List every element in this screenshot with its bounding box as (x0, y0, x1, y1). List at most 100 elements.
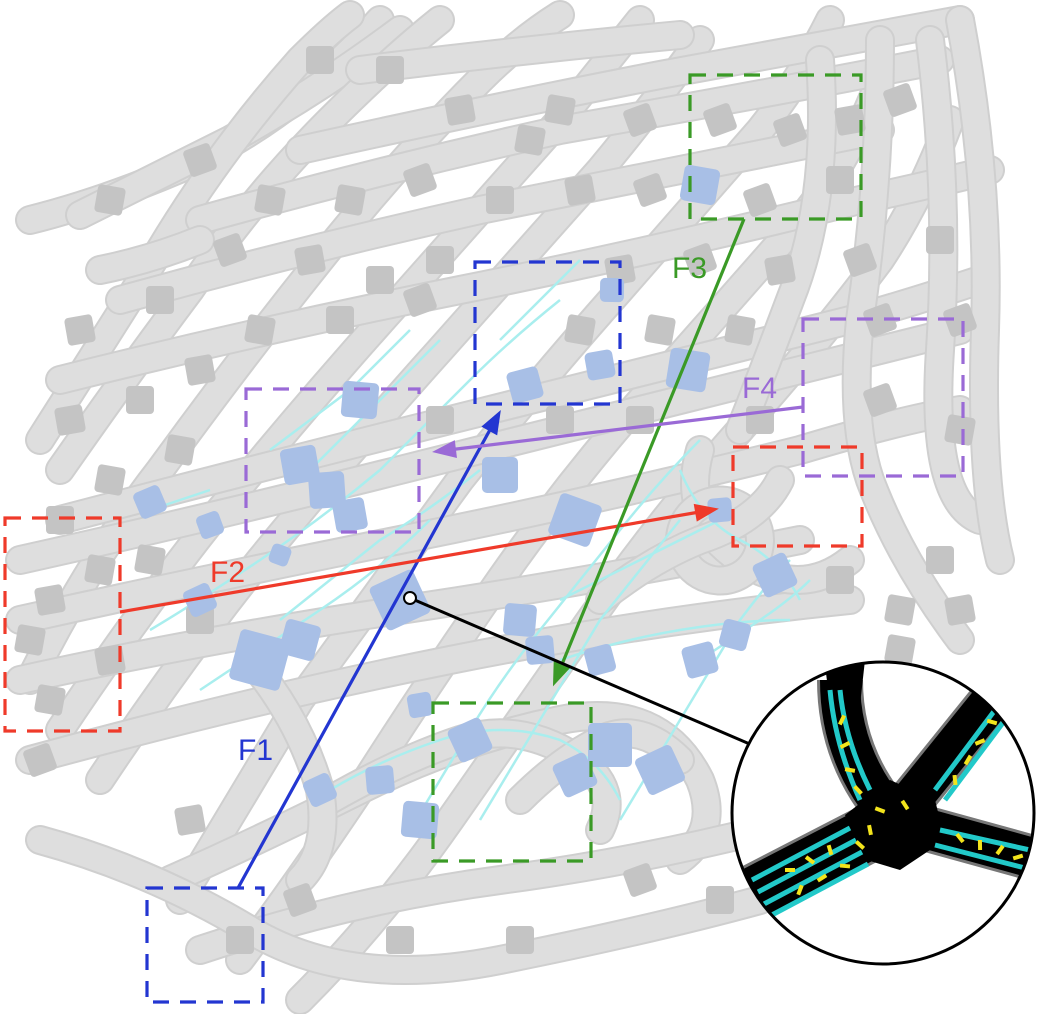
junction (126, 386, 154, 414)
vehicle (816, 873, 828, 883)
junction (926, 546, 954, 574)
junction (843, 243, 877, 277)
junction (743, 183, 777, 217)
flow-f2-destination-box (731, 445, 864, 548)
junction (926, 226, 954, 254)
active-junction (583, 643, 617, 677)
road-segment (917, 27, 993, 533)
junction (944, 594, 976, 626)
junction (213, 233, 247, 267)
flow-f2-arrow (119, 508, 712, 614)
junction (14, 624, 46, 656)
active-junction (365, 765, 395, 795)
flow-f4-arrow (439, 405, 804, 453)
junction (183, 143, 217, 177)
active-junction (681, 641, 719, 679)
flow-f3-label: F3 (672, 252, 707, 285)
zoom-connector (403, 591, 753, 747)
flow-f2-arrowhead (693, 503, 719, 522)
active-junction (183, 583, 217, 617)
lane-marking (299, 339, 441, 481)
vehicle (838, 714, 846, 726)
lane-marking (408, 439, 701, 831)
active-junction (268, 543, 292, 567)
junction (514, 124, 546, 156)
vehicle (874, 806, 886, 814)
junction (486, 186, 514, 214)
junction (703, 103, 737, 137)
active-junction (599, 277, 625, 303)
active-junction (369, 569, 431, 631)
road-segment (27, 2, 363, 453)
junction (403, 163, 437, 197)
junction (506, 926, 534, 954)
road-segment (287, 7, 973, 163)
road-segment (727, 47, 835, 443)
junction (174, 804, 206, 836)
junction (444, 94, 476, 126)
active-junction (552, 752, 598, 798)
flow-f3-arrowhead (552, 660, 571, 687)
vehicle (977, 839, 983, 851)
junction (683, 243, 717, 277)
active-junction (279, 619, 321, 661)
junction (633, 173, 667, 207)
active-junction (406, 691, 434, 719)
junction (386, 926, 414, 954)
junction (306, 46, 334, 74)
vehicle (839, 740, 851, 750)
active-junction (752, 552, 798, 598)
active-junction (133, 485, 167, 519)
junction (403, 283, 437, 317)
active-junction (303, 773, 337, 807)
vehicle (844, 767, 856, 773)
active-junction (340, 380, 380, 420)
junction (164, 434, 196, 466)
junction (544, 94, 576, 126)
active-junction (503, 603, 537, 637)
road-segment (27, 827, 773, 983)
active-junction (229, 629, 291, 691)
vehicle (1012, 853, 1024, 861)
vehicle (955, 832, 965, 844)
junction (94, 184, 126, 216)
active-junction (400, 800, 440, 840)
junction (64, 314, 96, 346)
junction (884, 594, 916, 626)
flow-region-boxes (3, 73, 965, 1004)
active-junction (588, 723, 632, 767)
junction (376, 56, 404, 84)
junction (326, 306, 354, 334)
road-segment (17, 587, 863, 773)
flow-arrows (119, 218, 804, 889)
lane-marking (279, 469, 481, 621)
junction (644, 314, 676, 346)
junction (623, 103, 657, 137)
flow-f1-arrow (236, 416, 499, 889)
flow-f4-destination-box (244, 387, 421, 534)
junction (146, 286, 174, 314)
lane-marking (478, 519, 681, 821)
junctions (14, 46, 977, 954)
flow-f4-label: F4 (742, 372, 777, 405)
vehicle (974, 738, 986, 746)
junction (826, 566, 854, 594)
active-junction (718, 618, 752, 652)
vehicle (853, 784, 863, 796)
active-junction (332, 497, 368, 533)
flow-f1-origin-box (145, 886, 265, 1004)
flow-f1-label: F1 (238, 734, 273, 767)
junction (626, 406, 654, 434)
flow-f4-origin-box (801, 317, 965, 478)
flow-f2-label: F2 (210, 556, 245, 589)
active-junction (482, 457, 518, 493)
vehicle (826, 844, 834, 856)
flow-f3-origin-box (688, 73, 863, 221)
vehicle (963, 754, 973, 766)
road-segment (107, 117, 893, 313)
junction (244, 314, 276, 346)
junction (426, 246, 454, 274)
junction (294, 244, 326, 276)
vehicle (995, 844, 1005, 856)
